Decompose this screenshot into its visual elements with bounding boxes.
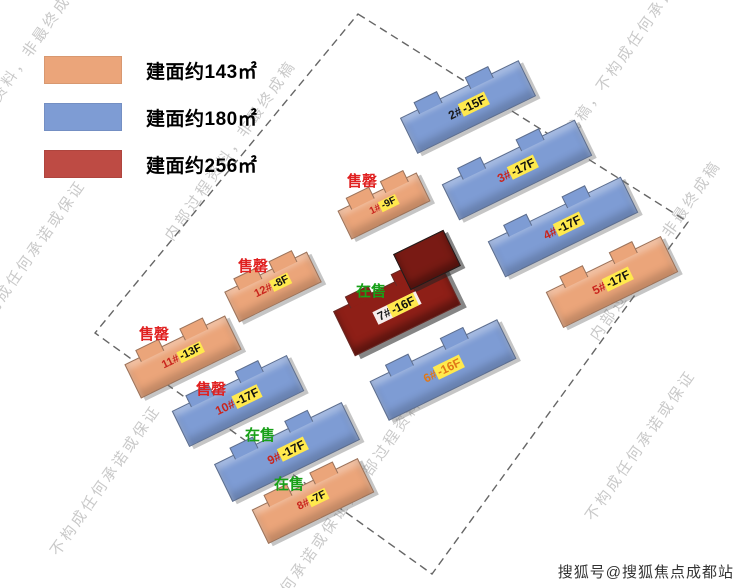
building-12-label: 12#-8F xyxy=(253,272,294,302)
building-3-floors: -17F xyxy=(506,154,539,180)
building-5-floors: -17F xyxy=(601,266,634,292)
status-soldout-building-11: 售罄 xyxy=(139,326,170,343)
legend-label-143: 建面约143㎡ xyxy=(146,61,258,83)
status-soldout-building-10: 售罄 xyxy=(196,381,227,398)
legend-item-256: 建面约256㎡ xyxy=(44,150,257,178)
legend-item-143: 建面约143㎡ xyxy=(44,56,257,84)
building-5-label: 5#-17F xyxy=(590,266,634,297)
building-1-floors: -9F xyxy=(377,194,400,213)
building-2-floors: -15F xyxy=(457,91,490,117)
building-10-floors: -17F xyxy=(230,383,263,410)
status-onsale-building-7: 在售 xyxy=(356,283,387,300)
building-11-label: 11#-13F xyxy=(160,341,206,372)
status-soldout-building-12: 售罄 xyxy=(238,258,269,275)
building-7-floors: -16F xyxy=(386,292,419,318)
building-8-floors: -7F xyxy=(306,487,331,508)
legend-swatch-143 xyxy=(44,56,122,84)
building-6-floors: -16F xyxy=(432,354,465,380)
legend-label-180: 建面约180㎡ xyxy=(146,108,258,130)
building-11-floors: -13F xyxy=(176,341,206,364)
building-1-label: 1#-9F xyxy=(368,194,400,218)
legend-item-180: 建面约180㎡ xyxy=(44,103,257,131)
status-soldout-building-1: 售罄 xyxy=(347,173,378,190)
legend-label-256: 建面约256㎡ xyxy=(146,155,258,177)
source-credit: 搜狐号@搜狐焦点成都站 xyxy=(557,564,734,581)
building-6-label: 6#-16F xyxy=(421,354,465,385)
legend-swatch-180 xyxy=(44,103,122,131)
building-12-floors: -8F xyxy=(269,272,293,293)
status-onsale-building-9: 在售 xyxy=(245,427,276,444)
legend: 建面约143㎡ 建面约180㎡ 建面约256㎡ xyxy=(44,56,257,178)
building-9-floors: -17F xyxy=(276,436,309,462)
building-2-label: 2#-15F xyxy=(446,91,490,122)
building-4-floors: -17F xyxy=(552,211,585,237)
building-4-label: 4#-17F xyxy=(541,211,585,242)
legend-swatch-256 xyxy=(44,150,122,178)
status-onsale-building-8: 在售 xyxy=(274,476,305,493)
building-3-label: 3#-17F xyxy=(495,154,539,185)
